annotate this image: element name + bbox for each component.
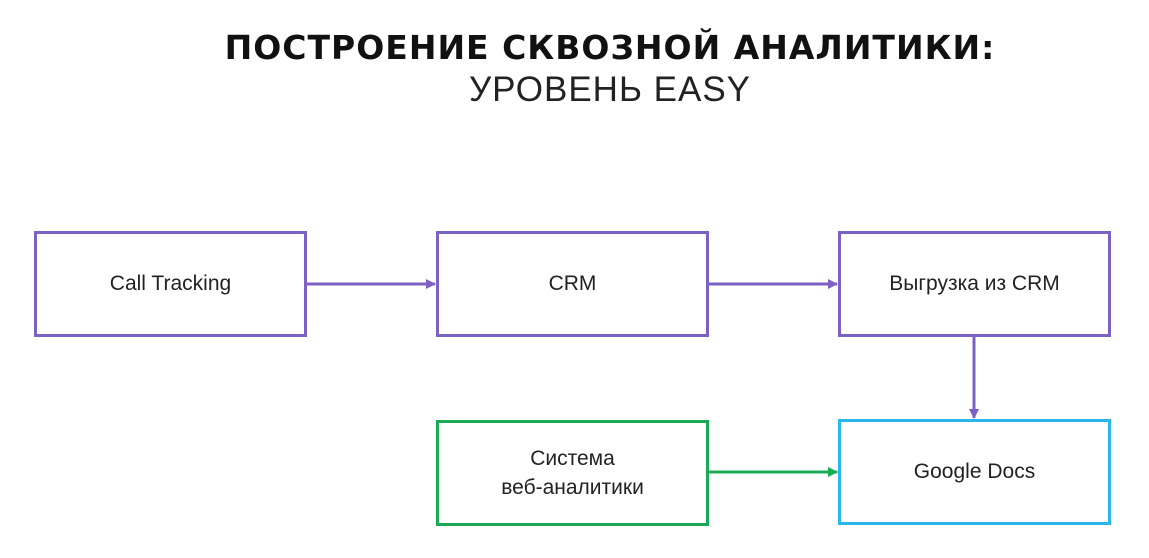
node-crm: CRM — [436, 231, 709, 337]
node-crm-label: CRM — [548, 272, 597, 296]
node-web-analytics-label: Система веб-аналитики — [501, 446, 644, 499]
node-web-analytics: Система веб-аналитики — [436, 420, 709, 526]
node-call-tracking: Call Tracking — [34, 231, 307, 337]
node-crm-export: Выгрузка из CRM — [838, 231, 1111, 337]
node-call-tracking-label: Call Tracking — [109, 272, 232, 296]
node-crm-export-label: Выгрузка из CRM — [889, 272, 1060, 296]
node-google-docs-label: Google Docs — [913, 460, 1036, 484]
page-subtitle: УРОВЕНЬ EASY — [468, 70, 752, 109]
node-google-docs: Google Docs — [838, 419, 1111, 525]
page-title: ПОСТРОЕНИЕ СКВОЗНОЙ АНАЛИТИКИ: — [224, 28, 996, 67]
